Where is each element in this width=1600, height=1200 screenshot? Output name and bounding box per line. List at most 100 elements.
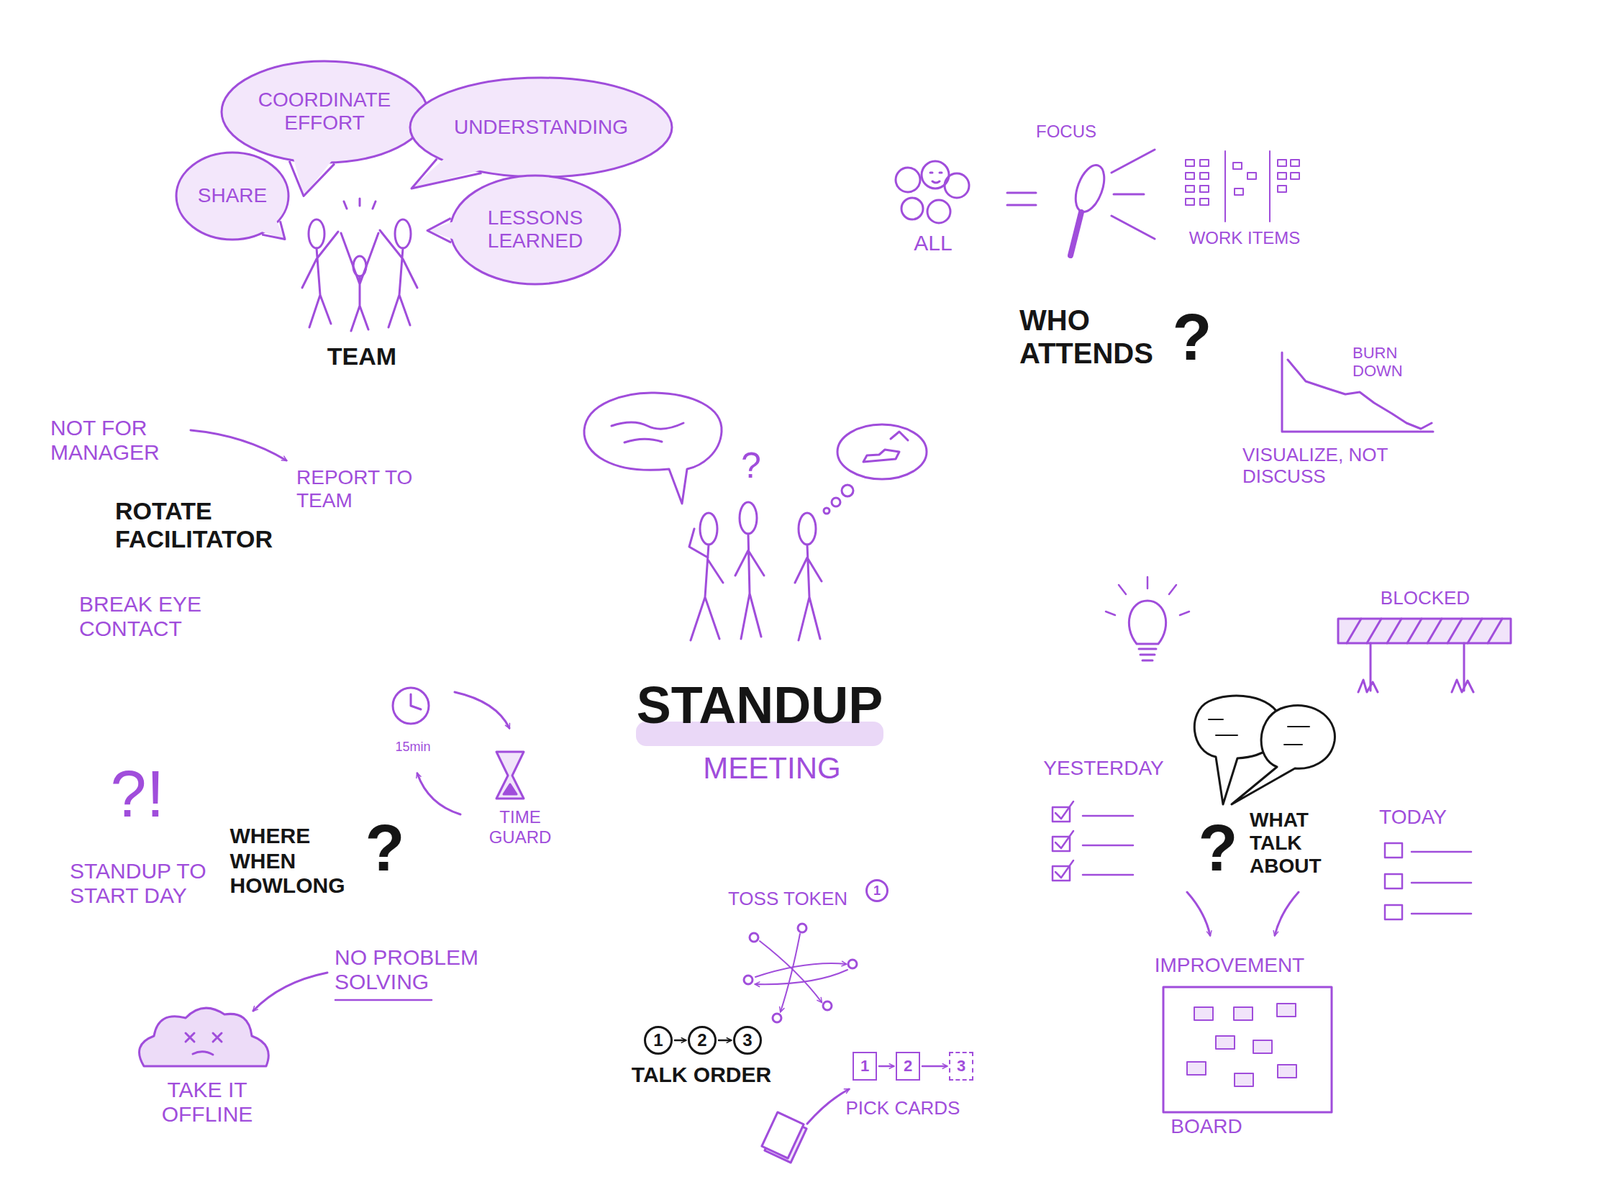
clock-icon	[392, 687, 429, 724]
flow-arrow	[1187, 892, 1299, 936]
work-items-board	[1200, 185, 1209, 193]
stick-figure	[798, 512, 816, 545]
note-label: WHERE WHEN HOWLONG	[230, 823, 357, 899]
token-toss	[755, 969, 848, 985]
order-number: 1	[653, 1030, 663, 1051]
stick-figure	[794, 544, 822, 641]
equals-sign	[1007, 192, 1036, 206]
note-label: WHO ATTENDS	[1019, 303, 1164, 370]
bubble-text: LESSONS LEARNED	[481, 206, 590, 253]
leader-arrow	[253, 972, 328, 1011]
improvement-board	[1163, 987, 1332, 1113]
speech-bubble: SHARE	[174, 151, 290, 242]
light-bulb-icon	[1105, 576, 1190, 661]
token-toss	[772, 1013, 782, 1023]
note-label: FOCUS	[1035, 121, 1097, 142]
card-box: 1	[852, 1051, 877, 1081]
note-label: BLOCKED	[1380, 587, 1470, 610]
work-items-board	[1185, 172, 1195, 180]
stick-figure	[341, 233, 379, 331]
faces-icon	[901, 197, 924, 220]
magnifier-icon	[1070, 212, 1082, 256]
note-label: IMPROVEMENT	[1154, 953, 1305, 977]
order-number: 2	[697, 1030, 707, 1051]
leader-arrow	[190, 430, 287, 461]
card-deck	[761, 1112, 804, 1159]
checklist	[1384, 874, 1403, 889]
note-label: TODAY	[1379, 805, 1447, 829]
order-circle: 1	[865, 879, 890, 903]
speech-bubble: UNDERSTANDING	[408, 76, 674, 179]
note-label: BREAK EYE CONTACT	[79, 592, 238, 642]
stick-figure	[379, 230, 418, 328]
token-toss	[743, 923, 857, 1023]
improvement-board	[1234, 1073, 1254, 1087]
note-label: BOARD	[1170, 1115, 1243, 1139]
speech-bubble-sketch	[584, 392, 722, 504]
token-toss	[823, 1001, 832, 1011]
barrier-icon	[1338, 618, 1511, 693]
work-items-board	[1290, 172, 1300, 180]
barrier-icon	[1358, 679, 1474, 693]
clock-icon	[410, 694, 421, 710]
bubble-outline	[450, 175, 621, 285]
equals-sign	[1007, 192, 1036, 206]
stick-figure	[308, 219, 325, 249]
note-label: ?	[1172, 300, 1213, 376]
leader-arrow	[190, 430, 287, 461]
token-toss	[749, 933, 759, 942]
order-arrow	[879, 1065, 894, 1068]
clock-icon	[392, 687, 429, 724]
light-bulb-icon	[1138, 648, 1157, 661]
stick-figure	[302, 231, 339, 328]
order-number: 2	[903, 1056, 913, 1075]
work-items-board	[1233, 162, 1242, 170]
flow-arrow	[1274, 892, 1299, 936]
faces-icon	[927, 200, 951, 224]
note-label: STANDUP TO START DAY	[69, 858, 207, 909]
cloud-icon	[185, 1033, 222, 1055]
hourglass-icon	[496, 751, 524, 799]
thought-bubble-sketch	[831, 497, 841, 507]
token-toss	[759, 941, 822, 1003]
checklist	[1052, 801, 1472, 920]
magnifier-icon	[1069, 149, 1155, 256]
bubble-outline	[411, 155, 488, 189]
work-items-board	[1200, 198, 1209, 206]
thought-bubble-sketch	[823, 424, 927, 514]
note-label: TOSS TOKEN	[728, 888, 848, 911]
note-label: REPORT TO TEAM	[296, 466, 441, 513]
note-label: NO PROBLEM SOLVING	[334, 945, 515, 995]
thought-bubble-sketch	[837, 424, 927, 480]
improvement-board	[1253, 1040, 1272, 1054]
work-items-board	[1290, 159, 1300, 167]
faces-icon	[944, 173, 970, 198]
stick-figure	[689, 528, 724, 641]
speech-bubble: COORDINATE EFFORT	[220, 59, 429, 165]
underline	[335, 999, 432, 1002]
light-bulb-icon	[1105, 576, 1190, 616]
note-label: 15min	[394, 739, 431, 755]
bubble-text: COORDINATE EFFORT	[252, 88, 397, 135]
bubble-outline	[221, 61, 428, 163]
bubble-outline	[427, 217, 452, 243]
barrier-icon	[1370, 643, 1465, 691]
work-items-board	[1200, 172, 1209, 180]
speech-bubbles-black	[1194, 695, 1335, 805]
note-label: ?	[741, 445, 762, 488]
card-deck	[761, 1089, 849, 1163]
bubble-text: UNDERSTANDING	[453, 115, 629, 139]
improvement-board	[1194, 1007, 1213, 1021]
improvement-board	[1187, 1003, 1297, 1087]
token-toss	[780, 933, 800, 1012]
thought-bubble-sketch	[863, 431, 908, 462]
speech-bubble: LESSONS LEARNED	[448, 174, 622, 286]
faces-icon	[895, 161, 970, 224]
stick-figure	[341, 233, 379, 331]
note-label: ?	[365, 811, 406, 887]
work-items-board	[1185, 185, 1195, 193]
work-items-board	[1185, 151, 1300, 222]
stick-figure	[739, 502, 757, 534]
note-label: WHAT TALK ABOUT	[1249, 808, 1336, 879]
